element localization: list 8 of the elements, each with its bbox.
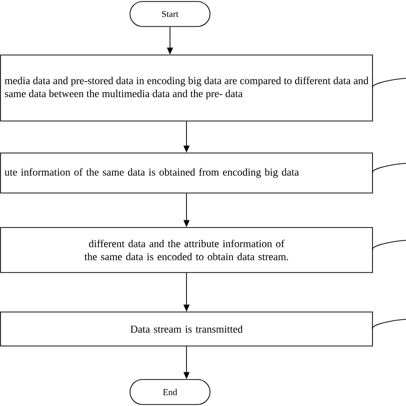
- leader-line: [372, 78, 406, 88]
- process-box: ute information of the same data is obtained from encoding big data: [0, 152, 373, 194]
- process-box: Data stream is transmitted: [0, 312, 373, 346]
- leader-line: [372, 240, 406, 250]
- leader-line: [372, 318, 406, 330]
- process-box: different data and the attribute information of the same data is encoded to obtain data stream.: [0, 227, 373, 273]
- leader-line: [372, 162, 406, 174]
- process-box: media data and pre-stored data in encoding big data are compared to different data and same data between the multimedia data and the pre- data: [0, 54, 373, 122]
